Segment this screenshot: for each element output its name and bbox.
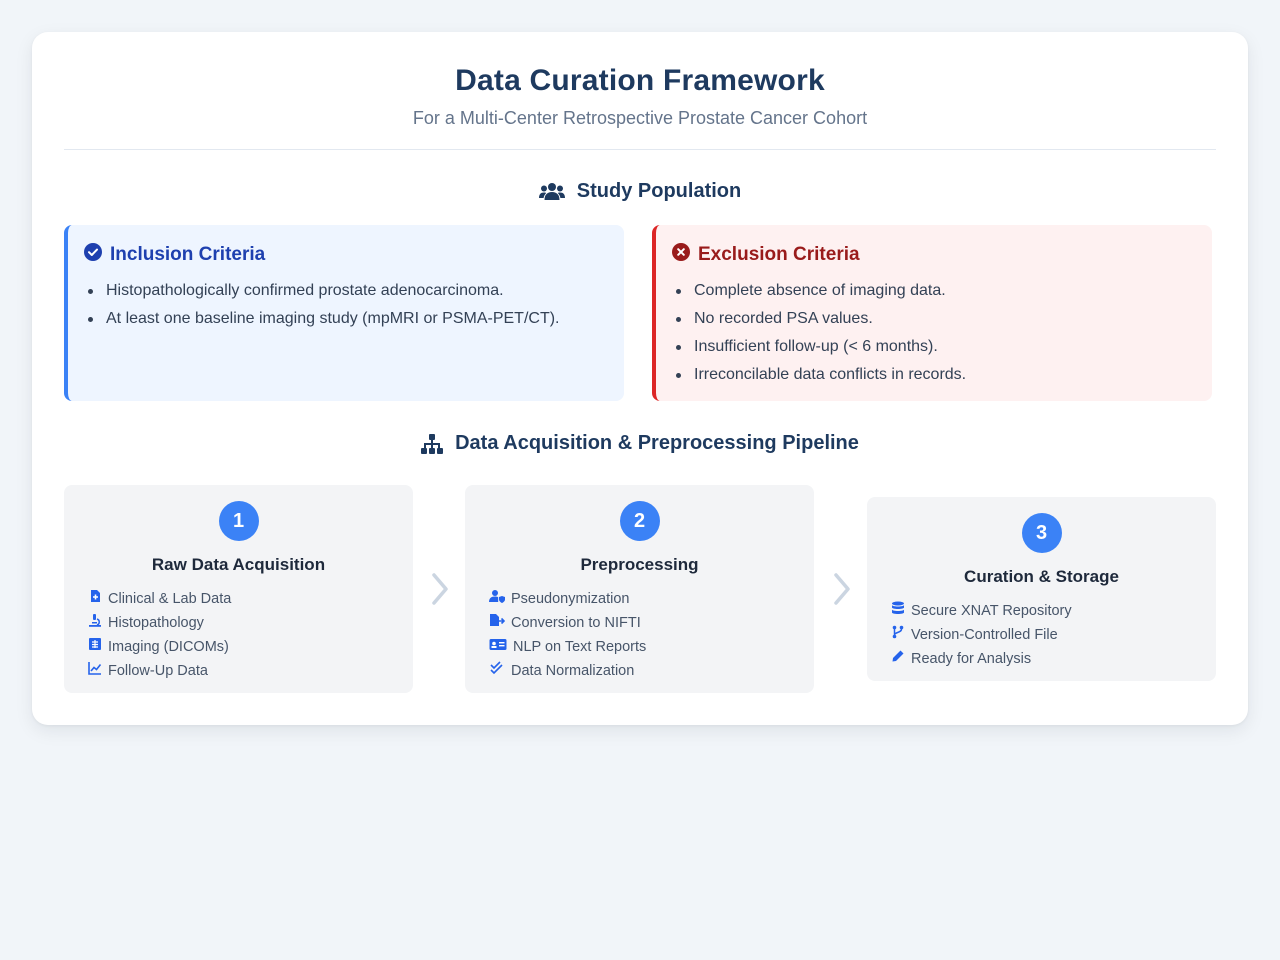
chevron-right-icon — [430, 572, 450, 606]
pipeline-step-preprocessing: 2 Preprocessing Pseudonymization Convers… — [465, 485, 814, 693]
inclusion-criteria-title: Inclusion Criteria — [110, 244, 266, 265]
step-item-list: Clinical & Lab Data Histopathology Imagi… — [64, 587, 413, 683]
framework-card: Data Curation Framework For a Multi-Cent… — [32, 32, 1248, 725]
chevron-right-icon — [832, 572, 852, 606]
id-card-icon — [489, 635, 507, 659]
pipeline-heading: Data Acquisition & Preprocessing Pipelin… — [32, 432, 1248, 455]
step-title: Curation & Storage — [964, 567, 1119, 586]
x-ray-icon — [88, 635, 102, 659]
inclusion-criteria-panel: Inclusion Criteria Histopathologically c… — [64, 225, 624, 401]
check-double-icon — [489, 659, 505, 683]
step-item-list: Secure XNAT Repository Version-Controlle… — [867, 599, 1216, 671]
step-item-list: Pseudonymization Conversion to NIFTI NLP… — [465, 587, 814, 683]
list-item: Complete absence of imaging data. — [676, 277, 1212, 305]
list-item: Secure XNAT Repository — [891, 599, 1216, 623]
step-number-badge: 2 — [619, 501, 660, 541]
step-number-badge: 1 — [218, 501, 259, 541]
list-item: Conversion to NIFTI — [489, 611, 814, 635]
list-item: Imaging (DICOMs) — [88, 635, 413, 659]
list-item: Pseudonymization — [489, 587, 814, 611]
inclusion-list: Histopathologically confirmed prostate a… — [68, 277, 624, 333]
list-item: Ready for Analysis — [891, 647, 1216, 671]
list-item: Irreconcilable data conflicts in records… — [676, 361, 1212, 389]
code-branch-icon — [891, 623, 905, 647]
sitemap-icon — [421, 433, 444, 454]
page-subtitle: For a Multi-Center Retrospective Prostat… — [412, 108, 868, 128]
pen-icon — [891, 647, 905, 671]
exclusion-criteria-panel: Exclusion Criteria Complete absence of i… — [652, 225, 1212, 401]
study-population-heading: Study Population — [32, 180, 1248, 203]
list-item: Histopathologically confirmed prostate a… — [88, 277, 624, 305]
list-item: Follow-Up Data — [88, 659, 413, 683]
header: Data Curation Framework For a Multi-Cent… — [64, 32, 1216, 150]
file-medical-icon — [88, 587, 102, 611]
study-population-title: Study Population — [576, 180, 742, 202]
list-item: No recorded PSA values. — [676, 305, 1212, 333]
chart-line-icon — [88, 659, 102, 683]
exclusion-criteria-heading: Exclusion Criteria — [672, 243, 1212, 267]
exclusion-criteria-title: Exclusion Criteria — [698, 244, 860, 265]
x-circle-icon — [672, 243, 690, 267]
list-item: At least one baseline imaging study (mpM… — [88, 305, 624, 333]
list-item: Data Normalization — [489, 659, 814, 683]
pipeline-title: Data Acquisition & Preprocessing Pipelin… — [455, 432, 859, 454]
step-title: Raw Data Acquisition — [151, 555, 326, 574]
list-item: NLP on Text Reports — [489, 635, 814, 659]
users-icon — [538, 182, 565, 202]
inclusion-criteria-heading: Inclusion Criteria — [84, 243, 624, 267]
pipeline-step-curation: 3 Curation & Storage Secure XNAT Reposit… — [867, 497, 1216, 681]
list-item: Histopathology — [88, 611, 413, 635]
step-title: Preprocessing — [580, 555, 699, 574]
user-shield-icon — [489, 587, 505, 611]
file-export-icon — [489, 611, 506, 635]
step-number-badge: 3 — [1021, 513, 1062, 553]
pipeline-step-raw-data: 1 Raw Data Acquisition Clinical & Lab Da… — [64, 485, 413, 693]
database-icon — [891, 599, 905, 623]
check-circle-icon — [84, 243, 102, 267]
microscope-icon — [88, 611, 102, 635]
list-item: Version-Controlled File — [891, 623, 1216, 647]
page-title: Data Curation Framework — [455, 64, 825, 97]
list-item: Insufficient follow-up (< 6 months). — [676, 333, 1212, 361]
list-item: Clinical & Lab Data — [88, 587, 413, 611]
exclusion-list: Complete absence of imaging data. No rec… — [656, 277, 1212, 389]
